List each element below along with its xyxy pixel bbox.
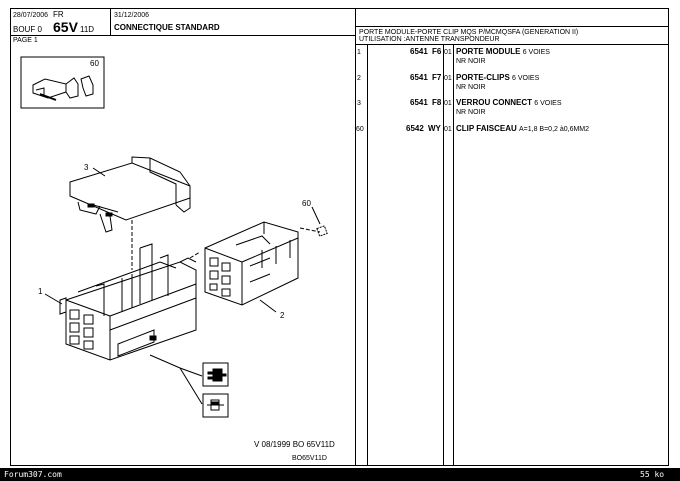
quantity: 01 bbox=[444, 49, 452, 56]
reference-number: 6542 bbox=[406, 124, 424, 133]
callout-1: 1 bbox=[38, 287, 43, 296]
document-sheet bbox=[10, 8, 669, 466]
revision-date: 31/12/2006 bbox=[114, 12, 150, 19]
header-bottom-right bbox=[355, 44, 669, 45]
section-title: CONNECTIQUE STANDARD bbox=[114, 23, 220, 32]
terminal-icon bbox=[207, 399, 224, 411]
main-divider bbox=[355, 9, 356, 466]
part-detail: NR NOIR bbox=[456, 84, 486, 91]
header-divider bbox=[110, 9, 111, 35]
quantity: 01 bbox=[444, 100, 452, 107]
quantity: 01 bbox=[444, 75, 452, 82]
col-num-divider bbox=[367, 44, 368, 466]
part-detail: NR NOIR bbox=[456, 58, 486, 65]
part-detail: NR NOIR bbox=[456, 109, 486, 116]
clip-holder-drawing bbox=[204, 221, 299, 306]
usage-line: UTILISATION :ANTENNE TRANSPONDEUR bbox=[359, 36, 500, 43]
plug-icon bbox=[207, 368, 227, 382]
item-number: 60 bbox=[356, 126, 364, 133]
part-name: PORTE MODULE 6 VOIES bbox=[456, 47, 550, 57]
module-holder-drawing bbox=[59, 243, 197, 361]
reference-suffix: F7 bbox=[432, 73, 442, 82]
part-name: VERROU CONNECT 6 VOIES bbox=[456, 98, 562, 108]
model-prefix: BOUF 0 bbox=[13, 25, 42, 34]
item-number: 1 bbox=[357, 49, 361, 56]
callout-3: 3 bbox=[84, 163, 89, 172]
header-row-line bbox=[355, 26, 669, 27]
item-number: 2 bbox=[357, 75, 361, 82]
site-watermark: Forum307.com bbox=[4, 470, 62, 479]
clip-inset-drawing bbox=[32, 75, 94, 101]
header-bottom-left bbox=[10, 35, 355, 36]
item-number: 3 bbox=[357, 100, 361, 107]
part-title: PORTE MODULE-PORTE CLIP MQS P/MCMQSFA (G… bbox=[359, 29, 579, 36]
reference-suffix: WY bbox=[428, 124, 441, 133]
print-date: 28/07/2006 bbox=[13, 12, 49, 19]
terminal-icon-box bbox=[202, 393, 229, 418]
language-code: FR bbox=[53, 10, 64, 19]
callout-60-inset: 60 bbox=[90, 59, 99, 68]
locking-cover-drawing bbox=[69, 156, 191, 233]
reference-suffix: F6 bbox=[432, 47, 442, 56]
page-number: PAGE 1 bbox=[13, 37, 38, 44]
col-qty-divider bbox=[453, 44, 454, 466]
callout-2: 2 bbox=[280, 311, 285, 320]
file-size: 55 ko bbox=[640, 470, 665, 479]
part-name: CLIP FAISCEAU A=1,8 B=0,2 à0,6MM2 bbox=[456, 124, 590, 134]
part-name: PORTE-CLIPS 6 VOIES bbox=[456, 73, 540, 83]
plug-icon-box bbox=[202, 362, 229, 387]
col-ref-divider bbox=[443, 44, 444, 466]
reference-number: 6541 bbox=[410, 98, 428, 107]
model-code: 65V bbox=[53, 19, 78, 35]
model-suffix: 11D bbox=[80, 25, 95, 34]
quantity: 01 bbox=[444, 126, 452, 133]
footer-bar: Forum307.com 55 ko bbox=[0, 468, 680, 481]
reference-suffix: F8 bbox=[432, 98, 442, 107]
callout-60: 60 bbox=[302, 199, 311, 208]
clip-inset-box bbox=[20, 56, 105, 109]
reference-number: 6541 bbox=[410, 47, 428, 56]
diagram-code: BO65V11D bbox=[292, 455, 327, 462]
diagram-validity: V 08/1999 BO 65V11D bbox=[254, 440, 335, 449]
reference-number: 6541 bbox=[410, 73, 428, 82]
